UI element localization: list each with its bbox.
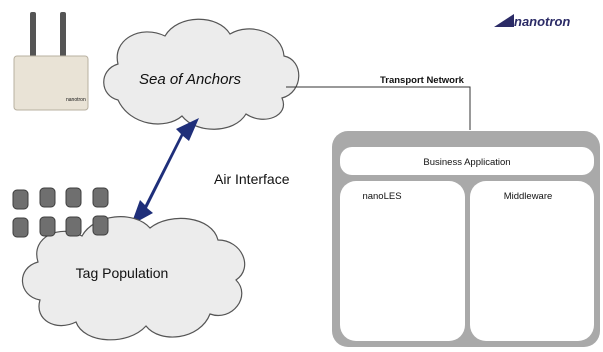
company-logo: nanotron [494,14,570,29]
antenna-left-icon [30,12,36,60]
logo-text: nanotron [514,14,570,29]
tag-icon [12,217,29,238]
tag-icon [65,187,82,208]
business-application-box [340,147,594,175]
anchor-device: nanotron [13,12,89,111]
device-label: nanotron [66,97,86,103]
tag-icon [92,187,109,208]
tag-icon [39,216,56,237]
tags-cloud-label: Tag Population [76,265,169,281]
middleware-box [470,181,594,341]
air-interface-link: Air Interface [131,118,290,225]
transport-network-label: Transport Network [380,75,465,86]
antenna-right-icon [60,12,66,60]
tag-devices [12,187,109,238]
tag-icon [12,189,29,210]
logo-mark-icon [494,14,514,27]
air-interface-label: Air Interface [214,171,290,187]
device-body [13,55,89,111]
business-application-label: Business Application [423,157,510,168]
tags-cloud: Tag Population [21,216,246,341]
tag-icon [65,216,82,237]
tag-icon [92,215,109,236]
nanoles-label: nanoLES [362,191,401,202]
air-interface-arrow-icon [131,118,199,225]
tag-icon [39,187,56,208]
system-block: Business Application nanoLES Middleware [332,131,600,347]
transport-network-line [286,86,471,130]
anchors-cloud-label: Sea of Anchors [139,71,242,88]
anchors-cloud: Sea of Anchors [103,18,300,130]
transport-network-link: Transport Network [286,75,471,130]
nanoles-box [340,181,465,341]
middleware-label: Middleware [504,191,553,202]
